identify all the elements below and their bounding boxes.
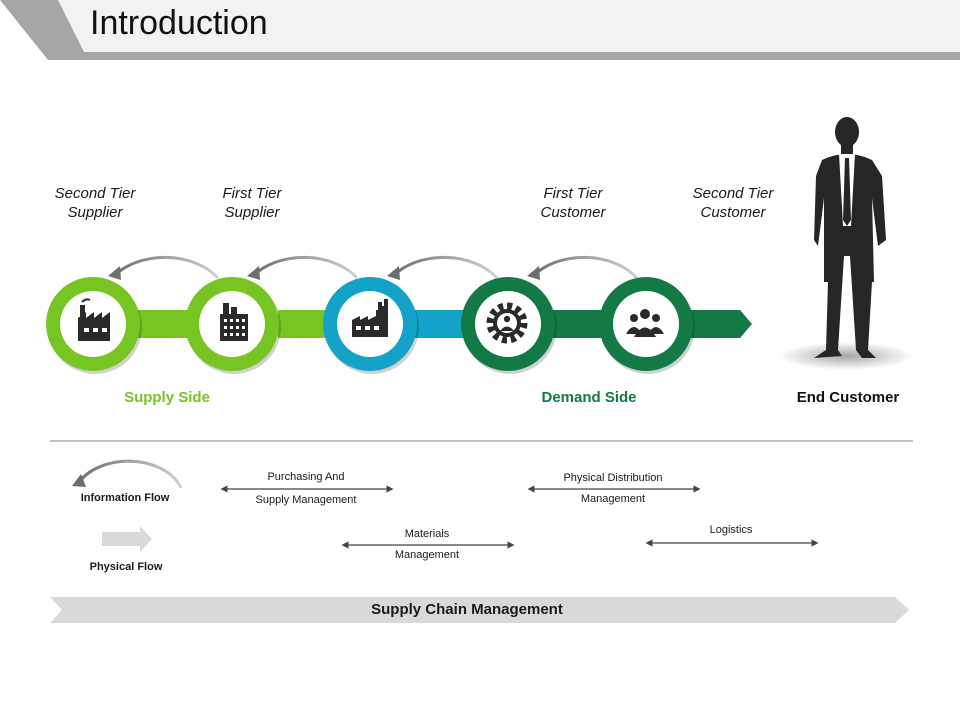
purchasing-label-bottom: Supply Management <box>255 494 357 506</box>
tier-label-line: First Tier <box>543 185 603 202</box>
arc-2 <box>251 255 359 280</box>
building-icon <box>220 303 248 341</box>
legend-physical-flow-label: Physical Flow <box>89 561 163 573</box>
tier-label-first-customer: First Tier Customer <box>508 184 638 222</box>
page-title: Introduction <box>90 4 268 42</box>
node-5 <box>599 277 695 374</box>
purchasing-label-top: Purchasing And <box>267 471 345 483</box>
tier-label-line: First Tier <box>222 185 282 202</box>
scm-banner-shape <box>50 597 909 623</box>
factory-icon <box>78 298 110 341</box>
materials-label-bottom: Management <box>394 549 460 561</box>
flow-band <box>138 310 752 338</box>
end-customer-label: End Customer <box>796 389 900 406</box>
tier-label-line: Supplier <box>224 204 280 221</box>
arc-4 <box>531 255 639 280</box>
tier-label-line: Customer <box>700 204 766 221</box>
header-bar <box>0 0 960 60</box>
information-arcs <box>112 255 639 280</box>
arc-1 <box>112 255 220 280</box>
span-arrows <box>220 485 819 549</box>
tier-label-line: Second Tier <box>54 185 136 202</box>
plant-icon <box>352 299 388 337</box>
logistics-label: Logistics <box>709 524 753 536</box>
gear-person-icon <box>486 302 528 344</box>
tier-label-second-supplier: Second Tier Supplier <box>30 184 160 222</box>
scm-banner-label: Supply Chain Management <box>371 601 563 618</box>
demand-side-label: Demand Side <box>541 389 637 406</box>
legend-information-flow-label: Information Flow <box>80 492 170 504</box>
arc-3 <box>391 255 499 280</box>
group-icon <box>626 309 664 337</box>
legend-arc <box>72 459 183 489</box>
tier-label-line: Customer <box>540 204 606 221</box>
distribution-label-top: Physical Distribution <box>563 472 663 484</box>
arc-heads <box>108 266 540 280</box>
tier-label-line: Supplier <box>67 204 123 221</box>
tier-label-first-supplier: First Tier Supplier <box>187 184 317 222</box>
end-customer-figure <box>778 117 914 370</box>
distribution-label-bottom: Management <box>580 493 646 505</box>
tier-label-line: Second Tier <box>692 185 774 202</box>
node-inner <box>613 291 679 357</box>
supply-side-label: Supply Side <box>124 389 210 406</box>
materials-label-top: Materials <box>404 528 450 540</box>
legend-physical-arrow <box>102 526 152 552</box>
tier-label-second-customer: Second Tier Customer <box>668 184 798 222</box>
